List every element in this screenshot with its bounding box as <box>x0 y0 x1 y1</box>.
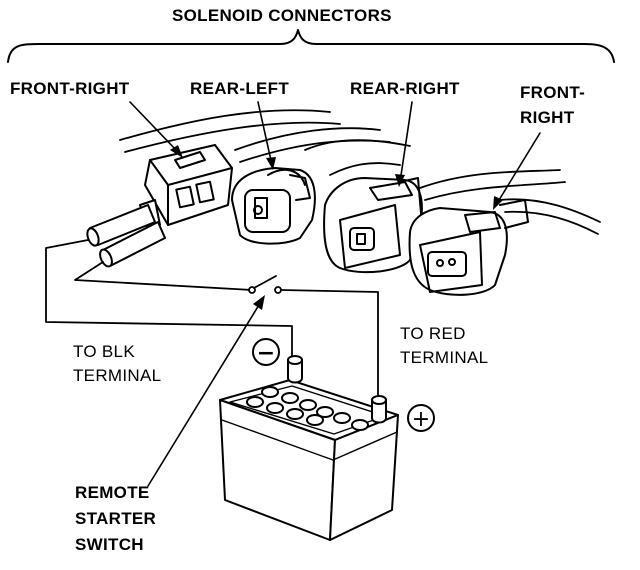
starter-switch-arrowhead <box>253 295 265 310</box>
red-terminal-label: TO RED TERMINAL <box>400 322 488 370</box>
negative-symbol: − <box>257 341 275 366</box>
connectors-brace <box>7 29 615 63</box>
leader-lines <box>129 101 541 206</box>
rear-right-label: REAR-RIGHT <box>350 79 460 98</box>
rear-left-connector <box>231 167 316 245</box>
rear-left-label: REAR-LEFT <box>190 79 290 98</box>
negative-terminal-post <box>287 355 303 384</box>
positive-symbol: + <box>412 407 430 432</box>
starter-switch-leader <box>147 299 263 487</box>
front-right-label-line2: RIGHT <box>520 108 575 127</box>
front-right-connector-right <box>408 199 529 296</box>
wire-harness <box>119 109 601 235</box>
blk-terminal-label: TO BLK TERMINAL <box>73 340 161 388</box>
blk-terminal-line2: TERMINAL <box>73 366 162 385</box>
red-terminal-line2: TERMINAL <box>400 348 489 367</box>
front-right-label-right: FRONT- RIGHT <box>520 80 585 130</box>
jumper-wires <box>45 239 379 401</box>
front-right-label-left: FRONT-RIGHT <box>10 79 130 98</box>
switch-label-line2: STARTER <box>75 509 157 528</box>
solenoid-connectors-title: SOLENOID CONNECTORS <box>172 6 392 25</box>
blk-terminal-line1: TO BLK <box>73 342 135 361</box>
leader-arrowheads <box>170 145 503 210</box>
positive-terminal-post <box>371 395 387 424</box>
switch-label-line1: REMOTE <box>75 483 150 502</box>
positive-symbol-circle <box>407 404 435 432</box>
front-right-label-line1: FRONT- <box>520 83 586 102</box>
battery <box>219 379 399 541</box>
remote-starter-switch-label: REMOTE STARTER SWITCH <box>75 480 156 558</box>
red-terminal-line1: TO RED <box>400 324 466 343</box>
rear-right-connector <box>323 177 423 274</box>
front-right-plug-left <box>139 144 233 231</box>
negative-symbol-circle <box>252 338 280 366</box>
switch-label-line3: SWITCH <box>75 535 144 554</box>
front-right-wire-ends <box>86 204 166 268</box>
